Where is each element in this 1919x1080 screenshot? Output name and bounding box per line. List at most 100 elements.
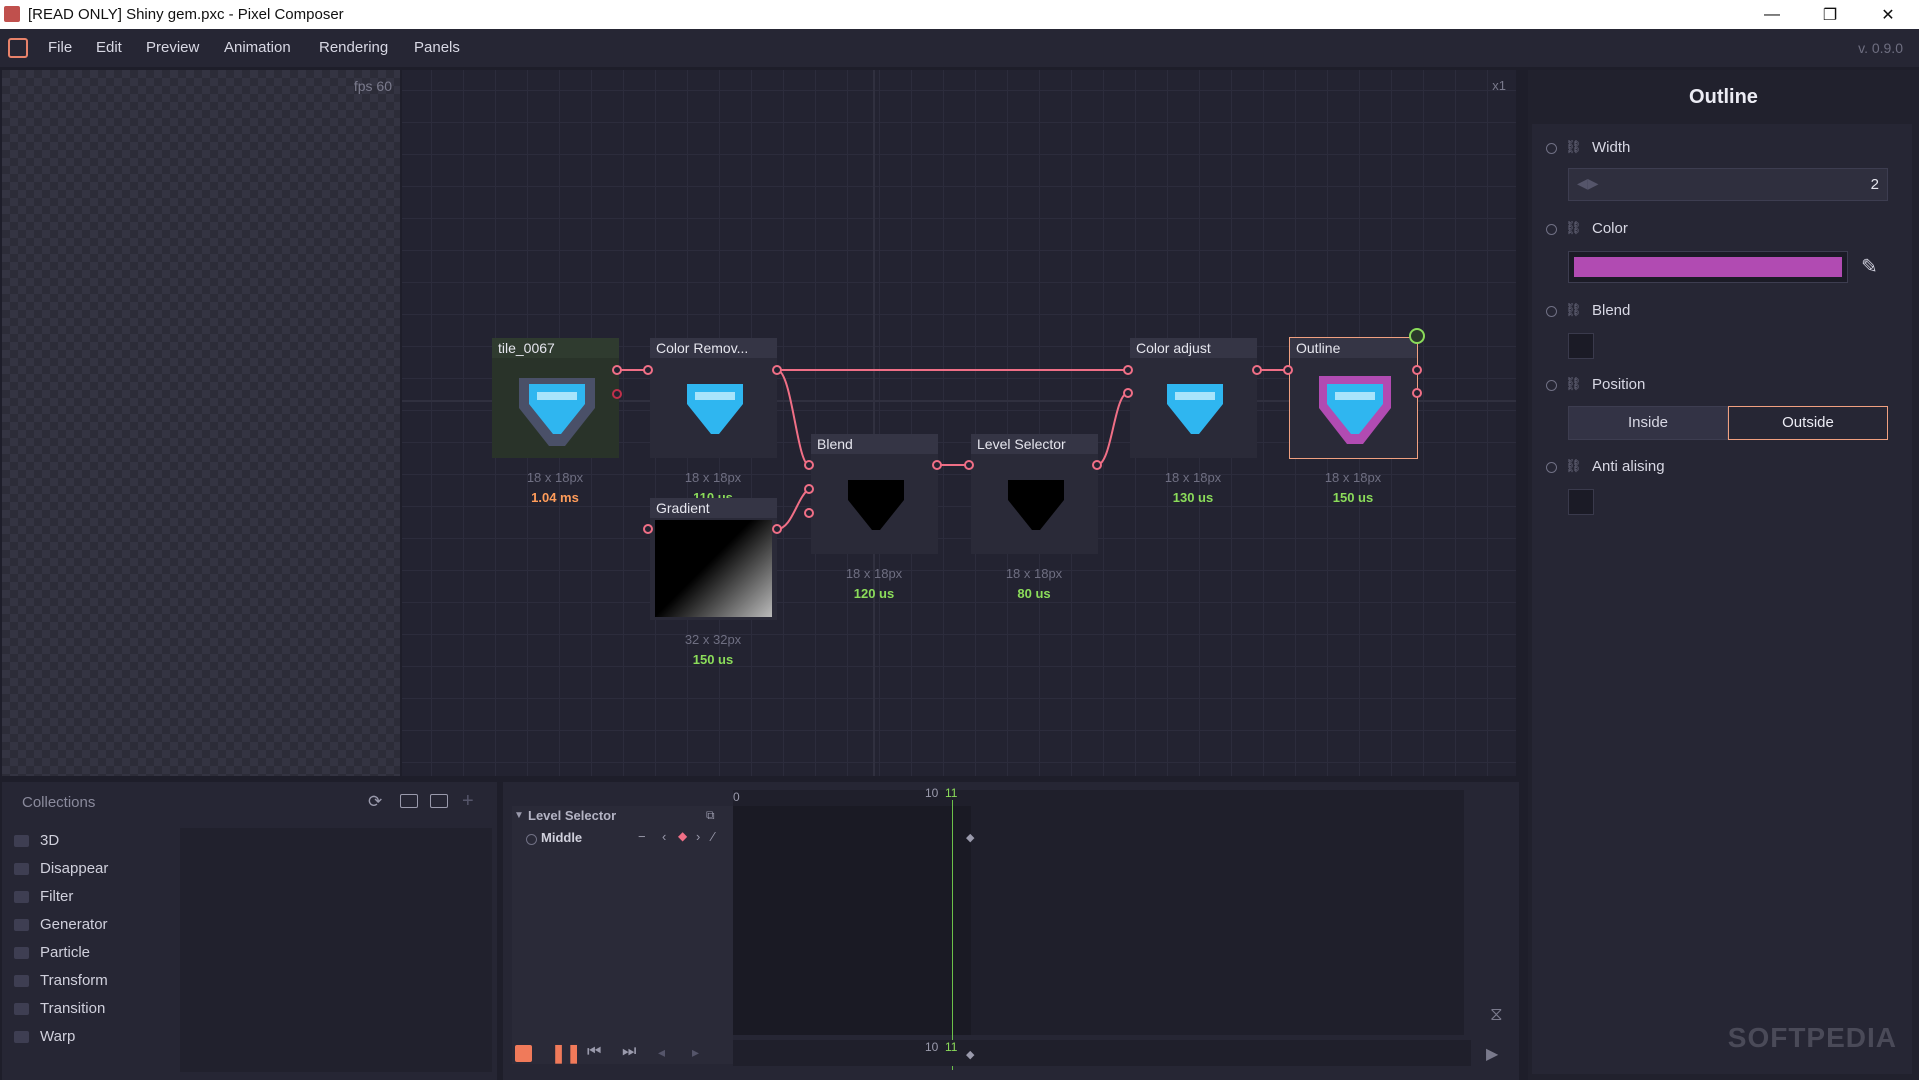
- position-inside-button[interactable]: Inside: [1568, 406, 1728, 440]
- first-frame-button[interactable]: ⏮: [587, 1043, 602, 1060]
- output-port[interactable]: [612, 365, 622, 375]
- node-gradient[interactable]: Gradient: [650, 498, 777, 620]
- refresh-icon[interactable]: ⟳: [368, 792, 383, 811]
- collection-item-filter[interactable]: Filter: [40, 888, 74, 905]
- menu-file[interactable]: File: [48, 39, 73, 56]
- input-port[interactable]: [1123, 388, 1133, 398]
- minimize-button[interactable]: —: [1764, 5, 1780, 23]
- render-settings-icon[interactable]: ▶: [1486, 1046, 1499, 1063]
- collection-content-area[interactable]: [180, 828, 492, 1072]
- blend-checkbox[interactable]: [1568, 333, 1594, 359]
- output-port[interactable]: [932, 460, 942, 470]
- restore-button[interactable]: ❐: [1822, 6, 1838, 24]
- input-port[interactable]: [643, 365, 653, 375]
- output-port-alt[interactable]: [612, 389, 622, 399]
- input-port[interactable]: [643, 524, 653, 534]
- level-thumbnail: [1008, 480, 1064, 530]
- collection-item-particle[interactable]: Particle: [40, 944, 91, 961]
- node-tile[interactable]: tile_0067: [492, 338, 619, 458]
- pause-button[interactable]: ❚❚: [551, 1043, 582, 1063]
- preview-output-icon[interactable]: [1409, 328, 1425, 344]
- keyframe-add-icon[interactable]: ◆: [678, 829, 688, 843]
- node-outline[interactable]: Outline: [1289, 337, 1418, 459]
- remove-key-icon[interactable]: −: [638, 829, 646, 844]
- animate-toggle-icon[interactable]: [526, 834, 537, 845]
- output-port[interactable]: [772, 524, 782, 534]
- node-size: 18 x 18px: [1005, 566, 1063, 581]
- output-port[interactable]: [1412, 388, 1422, 398]
- timeline-scrubber[interactable]: [733, 1040, 1471, 1066]
- keyframe-diamond-icon[interactable]: ◆: [966, 832, 975, 844]
- node-color-adjust[interactable]: Color adjust: [1130, 338, 1257, 458]
- link-icon[interactable]: ⛓: [1565, 458, 1582, 473]
- input-port[interactable]: [804, 484, 814, 494]
- menu-bar: File Edit Preview Animation Rendering Pa…: [0, 29, 1919, 67]
- animate-toggle-icon[interactable]: [1546, 143, 1557, 154]
- curve-icon[interactable]: ⁄: [712, 829, 715, 844]
- add-icon[interactable]: +: [462, 790, 474, 812]
- playhead[interactable]: [952, 800, 953, 1070]
- position-outside-button[interactable]: Outside: [1728, 406, 1888, 440]
- eyedropper-icon[interactable]: ✎: [1861, 256, 1878, 278]
- collection-item-transform[interactable]: Transform: [40, 972, 108, 989]
- width-slider[interactable]: ◀▶ 2: [1568, 168, 1888, 201]
- folder-icon: [14, 919, 29, 931]
- collection-item-3d[interactable]: 3D: [40, 832, 60, 849]
- link-icon[interactable]: ⛓: [1565, 376, 1582, 391]
- collection-item-generator[interactable]: Generator: [40, 916, 108, 933]
- menu-preview[interactable]: Preview: [146, 39, 200, 56]
- animate-toggle-icon[interactable]: [1546, 462, 1557, 473]
- blend-label: Blend: [1592, 302, 1631, 319]
- wire-level-to-coloradjust: [1096, 392, 1129, 466]
- animate-toggle-icon[interactable]: [1546, 306, 1557, 317]
- collection-item-warp[interactable]: Warp: [40, 1028, 76, 1045]
- pixel-composer-logo-icon[interactable]: [8, 38, 28, 58]
- output-port[interactable]: [1252, 365, 1262, 375]
- node-time: 80 us: [1017, 586, 1051, 601]
- input-port[interactable]: [804, 460, 814, 470]
- last-frame-button[interactable]: ⏭: [622, 1043, 637, 1060]
- menu-panels[interactable]: Panels: [414, 39, 460, 56]
- antialias-checkbox[interactable]: [1568, 489, 1594, 515]
- gem-thumbnail: [1167, 384, 1223, 434]
- open-folder-icon[interactable]: [400, 794, 418, 808]
- input-port[interactable]: [1123, 365, 1133, 375]
- preview-panel[interactable]: fps 60: [2, 70, 400, 776]
- menu-animation[interactable]: Animation: [224, 39, 291, 56]
- menu-rendering[interactable]: Rendering: [319, 39, 389, 56]
- animate-toggle-icon[interactable]: [1546, 380, 1557, 391]
- stop-button[interactable]: [515, 1045, 532, 1062]
- new-folder-icon[interactable]: [430, 794, 448, 808]
- link-icon[interactable]: ⛓: [1565, 302, 1582, 317]
- open-external-icon[interactable]: ⧉: [706, 808, 715, 822]
- node-size: 32 x 32px: [684, 632, 742, 647]
- prev-keyframe-button[interactable]: ◂: [658, 1044, 666, 1060]
- timeline-active-range: [733, 806, 971, 1035]
- next-key-icon[interactable]: ›: [696, 829, 701, 844]
- output-port[interactable]: [772, 365, 782, 375]
- node-level-selector[interactable]: Level Selector: [971, 434, 1098, 554]
- input-port[interactable]: [804, 508, 814, 518]
- node-title: Color adjust: [1130, 338, 1257, 358]
- node-color-remove[interactable]: Color Remov...: [650, 338, 777, 458]
- node-graph-panel[interactable]: x1 tile_0067 18 x 18px 1.04 ms Color Rem…: [402, 70, 1516, 776]
- link-icon[interactable]: ⛓: [1565, 220, 1582, 235]
- input-port[interactable]: [964, 460, 974, 470]
- color-field[interactable]: [1568, 251, 1848, 283]
- output-port[interactable]: [1092, 460, 1102, 470]
- collection-item-disappear[interactable]: Disappear: [40, 860, 109, 877]
- next-keyframe-button[interactable]: ▸: [692, 1044, 700, 1060]
- prev-key-icon[interactable]: ‹: [662, 829, 667, 844]
- close-button[interactable]: ✕: [1881, 6, 1895, 24]
- link-icon[interactable]: ⛓: [1565, 139, 1582, 154]
- inspector-title: Outline: [1689, 86, 1758, 108]
- version-label: v. 0.9.0: [1858, 40, 1903, 56]
- animate-toggle-icon[interactable]: [1546, 224, 1557, 235]
- collapse-chevron-icon[interactable]: ▼: [514, 810, 524, 821]
- output-port[interactable]: [1412, 365, 1422, 375]
- input-port[interactable]: [1283, 365, 1293, 375]
- node-blend[interactable]: Blend: [811, 434, 938, 554]
- menu-edit[interactable]: Edit: [96, 39, 122, 56]
- collection-item-transition[interactable]: Transition: [40, 1000, 106, 1017]
- timeline-settings-icon[interactable]: ⧖: [1490, 1004, 1503, 1024]
